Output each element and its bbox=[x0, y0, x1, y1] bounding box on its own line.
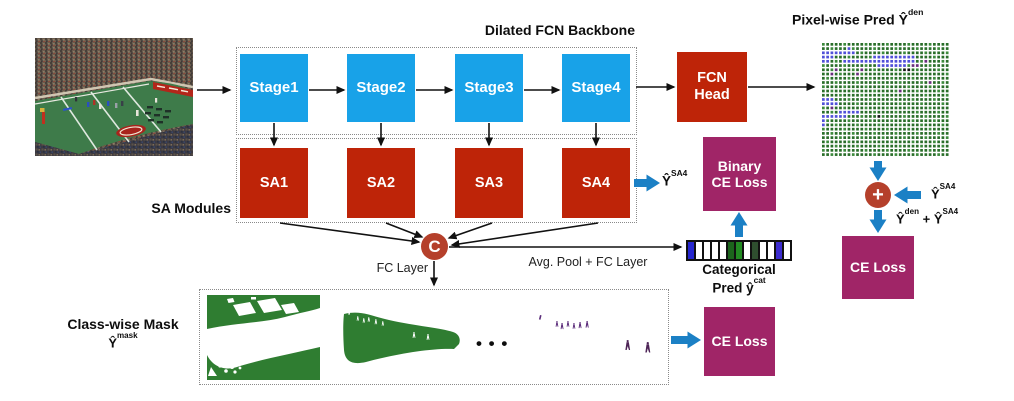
categorical-cell-1 bbox=[695, 242, 703, 259]
ysa4-out-sup: SA4 bbox=[671, 168, 688, 179]
categorical-label-line1: Categorical bbox=[702, 262, 776, 277]
categorical-label-line2: Pred ŷcat bbox=[682, 275, 796, 296]
ce-loss-density-label: CE Loss bbox=[849, 259, 906, 276]
sum-node: + bbox=[865, 182, 891, 208]
fcn-head-line1: FCN bbox=[697, 70, 727, 87]
ce-loss-mask-label: CE Loss bbox=[711, 333, 768, 350]
sum-base1: Ŷ bbox=[896, 211, 905, 227]
categorical-pred-bar bbox=[686, 240, 792, 261]
sa1-label: SA1 bbox=[259, 174, 289, 191]
binary-ce-line1: Binary bbox=[717, 157, 762, 174]
ysa4-in-sup: SA4 bbox=[939, 182, 956, 192]
pixelwise-pred-sup: den bbox=[907, 7, 924, 18]
fcn-head-box: FCN Head bbox=[677, 52, 747, 122]
categorical-cell-2 bbox=[703, 242, 711, 259]
concat-node: C bbox=[421, 233, 448, 260]
ce-loss-density-box: CE Loss bbox=[842, 236, 914, 299]
sum-sup1: den bbox=[904, 207, 919, 217]
pixelwise-pred-grid bbox=[820, 41, 949, 159]
sum-base2: Ŷ bbox=[933, 211, 943, 227]
ymask-label: Ŷmask bbox=[55, 331, 191, 351]
stage1-label: Stage1 bbox=[249, 79, 299, 97]
categorical-cell-6 bbox=[735, 242, 743, 259]
stage3-label: Stage3 bbox=[464, 79, 514, 97]
stage3-box: Stage3 bbox=[455, 54, 523, 122]
categorical-cell-11 bbox=[775, 242, 783, 259]
categorical-cell-9 bbox=[759, 242, 767, 259]
arrow-sa1-concat bbox=[279, 222, 421, 245]
plus-symbol: + bbox=[872, 183, 884, 206]
mask-image-2 bbox=[341, 306, 463, 374]
arrow-sa4-concat bbox=[450, 222, 599, 248]
classwise-mask-label: Class-wise Mask bbox=[67, 316, 179, 332]
arrow-sa2-concat bbox=[385, 222, 424, 239]
stage4-label: Stage4 bbox=[571, 79, 621, 97]
mask-image-1 bbox=[207, 295, 320, 380]
sum-plus: + bbox=[918, 211, 934, 227]
backbone-title: Dilated FCN Backbone bbox=[484, 22, 635, 38]
classwise-mask-container bbox=[199, 289, 669, 385]
mask-image-3 bbox=[530, 300, 662, 370]
ysa4-out-label: ŶSA4 bbox=[662, 168, 687, 189]
sa2-label: SA2 bbox=[366, 174, 396, 191]
stage1-box: Stage1 bbox=[240, 54, 308, 122]
sa4-box: SA4 bbox=[562, 148, 630, 218]
stage2-box: Stage2 bbox=[347, 54, 415, 122]
sa4-label: SA4 bbox=[581, 174, 611, 191]
masks-ellipsis: • • • bbox=[476, 334, 509, 353]
backbone-container bbox=[236, 47, 637, 135]
sa3-label: SA3 bbox=[474, 174, 504, 191]
sa3-box: SA3 bbox=[455, 148, 523, 218]
ysa4-out-base: Ŷ bbox=[662, 173, 672, 189]
categorical-cell-12 bbox=[783, 242, 791, 259]
categorical-pred-prefix: Pred bbox=[712, 280, 747, 296]
categorical-cell-3 bbox=[711, 242, 719, 259]
fc-layer-label: FC Layer bbox=[376, 261, 428, 275]
categorical-cell-0 bbox=[688, 242, 695, 259]
avg-pool-fc-label: Avg. Pool + FC Layer bbox=[528, 255, 648, 269]
pixelwise-pred-prefix: Pixel-wise Pred bbox=[792, 11, 899, 28]
sa-modules-label: SA Modules bbox=[151, 200, 231, 216]
pixelwise-pred-title: Pixel-wise Pred Ŷden bbox=[792, 7, 923, 28]
concat-symbol: C bbox=[428, 236, 441, 256]
categorical-cell-4 bbox=[719, 242, 727, 259]
categorical-pred-base: ŷ bbox=[746, 280, 754, 296]
sa2-box: SA2 bbox=[347, 148, 415, 218]
sum-equation-label: Ŷden + ŶSA4 bbox=[896, 207, 958, 227]
ysa4-in-base: Ŷ bbox=[931, 186, 940, 202]
categorical-cell-8 bbox=[751, 242, 759, 259]
ymask-sup: mask bbox=[117, 331, 138, 341]
categorical-cell-5 bbox=[727, 242, 735, 259]
categorical-pred-sup: cat bbox=[753, 275, 766, 286]
binary-ce-line2: CE Loss bbox=[711, 174, 768, 190]
input-image bbox=[35, 38, 193, 156]
categorical-cell-10 bbox=[767, 242, 775, 259]
stage4-box: Stage4 bbox=[562, 54, 630, 122]
fcn-head-line2: Head bbox=[694, 87, 730, 103]
categorical-cell-7 bbox=[743, 242, 751, 259]
sa1-box: SA1 bbox=[240, 148, 308, 218]
sum-sup2: SA4 bbox=[942, 207, 959, 217]
ysa4-in-label: ŶSA4 bbox=[931, 182, 955, 202]
binary-ce-loss-box: Binary CE Loss bbox=[703, 137, 776, 211]
arrow-sa3-concat bbox=[447, 222, 493, 240]
stage2-label: Stage2 bbox=[356, 79, 406, 97]
ce-loss-mask-box: CE Loss bbox=[704, 307, 775, 376]
ymask-base: Ŷ bbox=[108, 335, 118, 351]
pixelwise-pred-base: Ŷ bbox=[898, 11, 908, 28]
